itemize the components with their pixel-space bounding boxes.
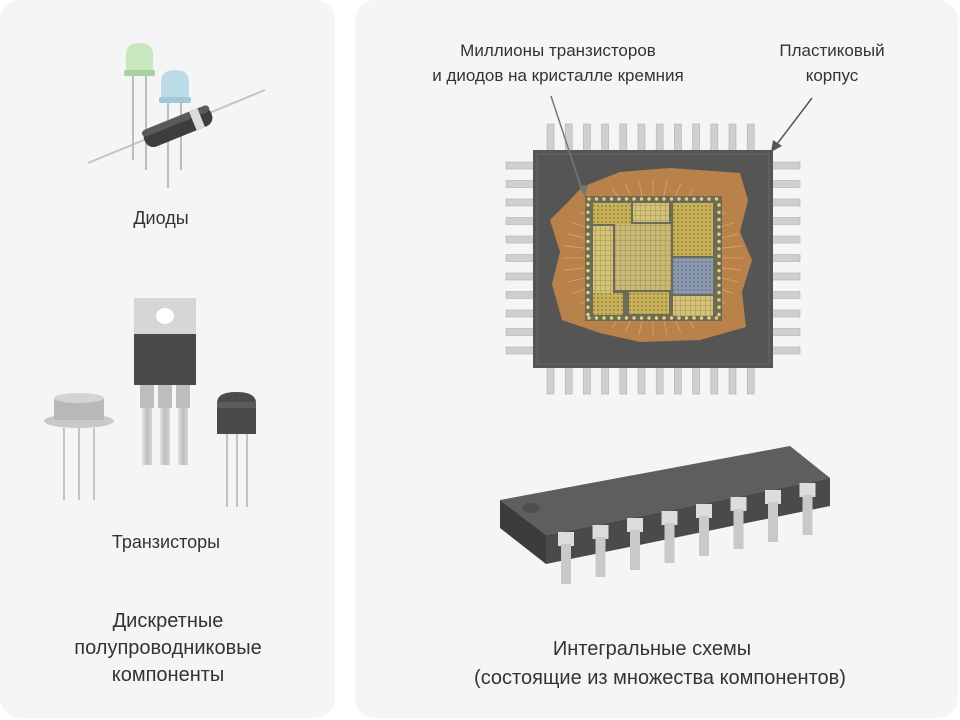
dip-front-lead-shoulder xyxy=(558,532,574,546)
qfp-lead xyxy=(771,235,801,244)
qfp-lead xyxy=(674,366,682,395)
qfp-lead xyxy=(710,366,719,395)
qfp-lead xyxy=(637,366,646,395)
qfp-lead xyxy=(505,254,535,262)
package-callout-line1: Пластиковый xyxy=(779,41,884,60)
qfp-lead xyxy=(771,198,801,207)
qfp-lead xyxy=(692,123,700,152)
dip-front-lead-shoulder xyxy=(696,504,712,518)
bond-pads xyxy=(586,197,721,320)
qfp-lead xyxy=(692,366,700,395)
qfp-lead xyxy=(505,217,535,225)
qfp-lead xyxy=(771,346,801,355)
dip-front-leads xyxy=(558,483,816,584)
dip-front-face xyxy=(546,478,830,564)
qfp-lead xyxy=(505,309,535,318)
qfp-lead xyxy=(619,123,628,152)
qfp-lead xyxy=(746,123,755,152)
qfp-lead xyxy=(505,291,535,299)
dip-front-lead xyxy=(630,530,640,570)
qfp-lead xyxy=(546,366,555,395)
qfp-lead xyxy=(728,123,737,152)
dip-end-face xyxy=(500,500,546,564)
qfp-lead xyxy=(771,254,801,262)
qfp-lead xyxy=(674,123,682,152)
dip-front-lead xyxy=(699,516,709,556)
qfp-lead xyxy=(564,123,573,152)
dip-front-lead-shoulder xyxy=(592,525,609,539)
dip-front-lead-shoulder xyxy=(799,483,816,497)
qfp-lead xyxy=(564,366,573,395)
qfp-lead xyxy=(771,217,801,225)
transistors-label: Транзисторы xyxy=(112,532,220,552)
qfp-lead xyxy=(505,346,535,355)
qfp-lead xyxy=(601,123,609,152)
package-callout-line xyxy=(773,97,813,149)
qfp-lead xyxy=(771,291,801,299)
diodes-label: Диоды xyxy=(133,208,188,228)
die-callout-line xyxy=(550,95,584,194)
qfp-lead xyxy=(505,161,535,170)
small-transistor-icon xyxy=(217,392,256,507)
qfp-lead xyxy=(710,123,719,152)
qfp-lead xyxy=(728,366,737,395)
dip-top-face xyxy=(500,446,830,535)
axial-diode-icon xyxy=(87,89,266,164)
qfp-lead xyxy=(505,272,535,281)
discrete-title-line3: компоненты xyxy=(112,664,225,686)
dip-front-lead xyxy=(802,495,813,535)
qfp-lead xyxy=(655,123,664,152)
qfp-lead xyxy=(771,309,801,318)
qfp-lead xyxy=(771,161,801,170)
qfp-lead xyxy=(655,366,664,395)
qfp-lead xyxy=(601,366,609,395)
qfp-leads xyxy=(505,123,801,395)
dip-front-lead-shoulder xyxy=(661,511,678,525)
qfp-lead xyxy=(583,123,591,152)
discrete-title-line2: полупроводниковые xyxy=(74,637,261,659)
qfp-chip-illustration xyxy=(505,123,801,395)
green-led-icon xyxy=(124,43,155,170)
dip-front-lead-shoulder xyxy=(730,497,747,511)
integrated-title-line1: Интегральные схемы xyxy=(553,638,751,660)
die-callout-line2: и диодов на кристалле кремния xyxy=(432,66,684,85)
discrete-title-line1: Дискретные xyxy=(113,610,224,632)
dip-chip-illustration xyxy=(500,446,830,584)
qfp-lead xyxy=(771,272,801,281)
qfp-lead xyxy=(505,235,535,244)
diodes-illustration xyxy=(87,43,266,188)
dip-front-lead xyxy=(561,544,571,584)
qfp-lead xyxy=(505,328,535,336)
qfp-lead xyxy=(546,123,555,152)
qfp-lead xyxy=(746,366,755,395)
dip-front-lead xyxy=(768,502,778,542)
dip-front-lead-shoulder xyxy=(765,490,781,504)
qfp-lead xyxy=(771,328,801,336)
qfp-lead xyxy=(619,366,628,395)
qfp-lead xyxy=(771,180,801,188)
package-callout-line2: корпус xyxy=(806,66,859,85)
dip-front-lead-shoulder xyxy=(627,518,643,532)
qfp-lead xyxy=(637,123,646,152)
blue-led-icon xyxy=(159,70,191,188)
dip-front-lead xyxy=(733,509,744,549)
dip-front-lead xyxy=(664,523,675,563)
metal-can-transistor-icon xyxy=(44,393,114,500)
qfp-lead xyxy=(505,198,535,207)
dip-front-lead xyxy=(595,537,606,577)
die-callout-line1: Миллионы транзисторов xyxy=(460,41,656,60)
qfp-lead xyxy=(505,180,535,188)
power-transistor-icon xyxy=(134,298,196,465)
integrated-title-line2: (состоящие из множества компонентов) xyxy=(474,667,846,689)
qfp-lead xyxy=(583,366,591,395)
